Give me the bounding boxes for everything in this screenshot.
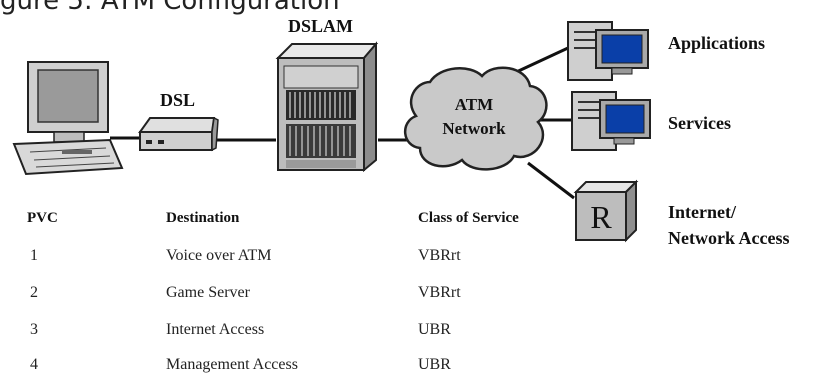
row-4-class: UBR	[418, 356, 451, 373]
row-3-class: UBR	[418, 321, 451, 338]
row-4-destination: Management Access	[166, 356, 298, 373]
header-pvc: PVC	[27, 210, 58, 226]
dsl-modem-icon	[138, 116, 219, 152]
row-2-destination: Game Server	[166, 284, 250, 301]
row-1-class: VBRrt	[418, 247, 461, 264]
applications-server-icon	[567, 21, 649, 81]
internet-label: Internet/	[668, 202, 736, 222]
header-destination: Destination	[166, 210, 240, 226]
applications-label: Applications	[668, 33, 766, 53]
row-3-destination: Internet Access	[166, 321, 265, 338]
network-label: Network	[442, 119, 506, 138]
dslam-rack-icon	[275, 41, 379, 173]
atm-to-applications-link	[511, 46, 569, 76]
figure-caption: gure 5: ATM Configuration	[0, 0, 340, 16]
services-server-icon	[571, 91, 651, 151]
row-2-pvc: 2	[30, 284, 38, 301]
row-3-pvc: 3	[30, 321, 38, 338]
atm-label: ATM	[455, 95, 493, 114]
row-1-destination: Voice over ATM	[166, 247, 272, 264]
atm-network-cloud-icon	[404, 66, 548, 171]
dslam-label: DSLAM	[288, 16, 354, 36]
row-4-pvc: 4	[30, 356, 38, 373]
router-letter: R	[590, 199, 612, 235]
network-access-label: Network Access	[668, 228, 790, 248]
atm-to-router-link	[527, 161, 575, 200]
desktop-computer-icon	[12, 61, 124, 176]
router-icon	[573, 179, 639, 243]
services-label: Services	[668, 113, 731, 133]
row-1-pvc: 1	[30, 247, 38, 264]
dsl-label: DSL	[160, 90, 196, 110]
header-class-of-service: Class of Service	[418, 210, 519, 226]
row-2-class: VBRrt	[418, 284, 461, 301]
